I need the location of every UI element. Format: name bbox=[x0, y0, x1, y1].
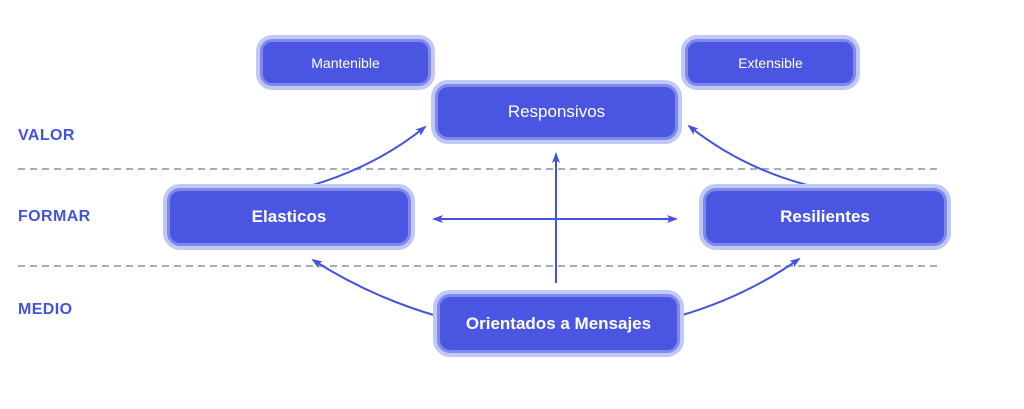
arrow-orientados-to-resilientes bbox=[678, 257, 801, 317]
row-label-formar: FORMAR bbox=[18, 208, 91, 225]
arrow-elasticos-to-responsivos bbox=[305, 125, 427, 188]
arrow-orientados-to-elasticos bbox=[311, 258, 438, 317]
node-mantenible: Mantenible bbox=[263, 42, 428, 83]
node-elasticos: Elasticos bbox=[170, 191, 408, 243]
row-label-valor: VALOR bbox=[18, 127, 75, 144]
row-divider-valor-formar bbox=[18, 168, 940, 170]
arrow-resilientes-to-responsivos bbox=[687, 124, 808, 186]
node-resilientes: Resilientes bbox=[706, 191, 944, 243]
node-responsivos: Responsivos bbox=[438, 87, 675, 137]
row-divider-formar-medio bbox=[18, 265, 940, 267]
node-extensible: Extensible bbox=[688, 42, 853, 83]
node-orientados-a-mensajes: Orientados a Mensajes bbox=[440, 297, 677, 350]
row-label-medio: MEDIO bbox=[18, 301, 73, 318]
